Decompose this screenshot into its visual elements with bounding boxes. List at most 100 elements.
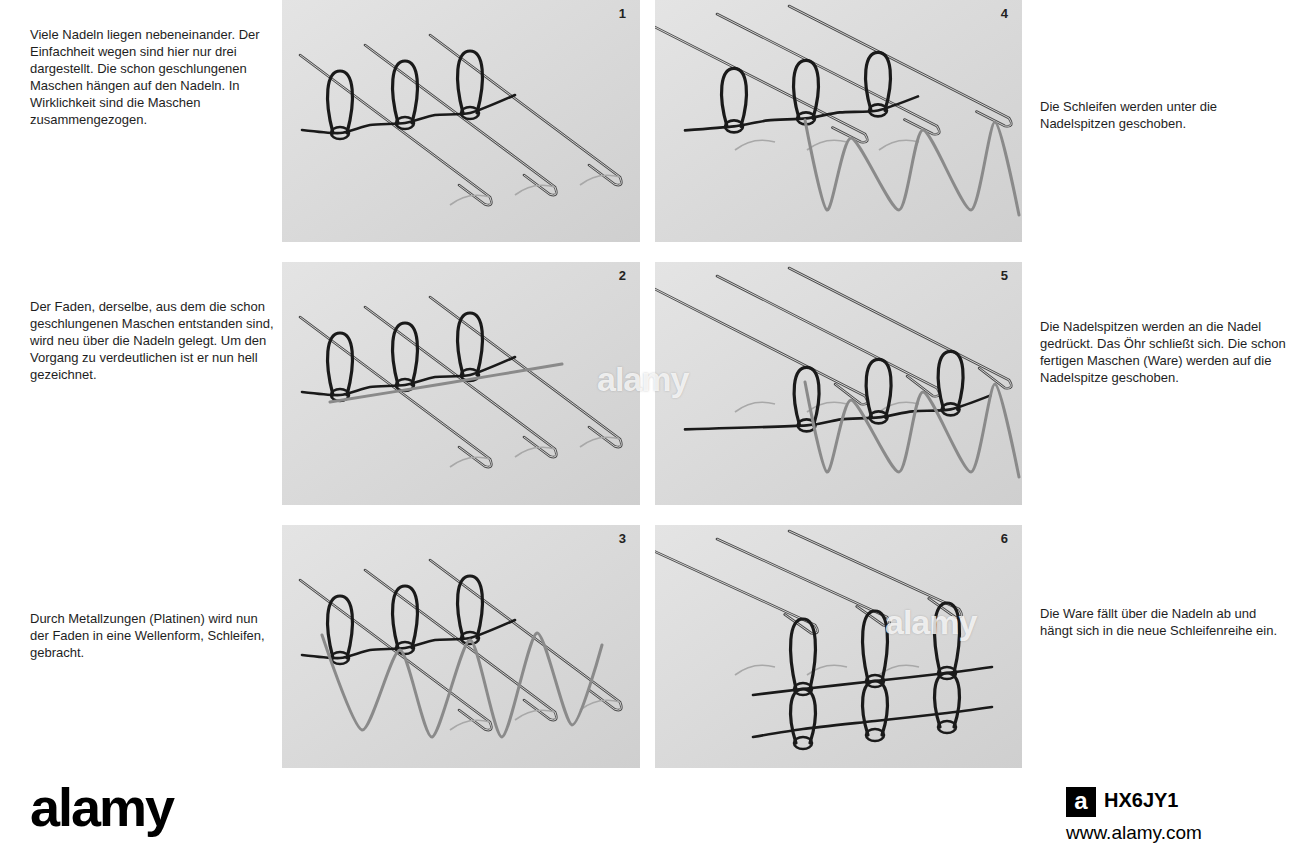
fiber-stroke (515, 710, 555, 720)
needle-highlight (655, 547, 818, 633)
footer-bar (0, 768, 1300, 857)
stitch-loop (863, 611, 888, 681)
stitch-loop (866, 52, 891, 110)
stitch-loop (791, 689, 816, 743)
fiber-stroke (450, 457, 490, 467)
fiber-stroke (807, 402, 847, 412)
step-panel: 5 (655, 262, 1022, 505)
needle (300, 55, 491, 205)
stitch-loop (393, 586, 418, 648)
step-number: 5 (1001, 268, 1008, 283)
fiber-stroke (735, 665, 775, 675)
step-panel: 6 (655, 525, 1022, 768)
needle (430, 560, 621, 710)
stitch-knot (794, 737, 812, 749)
stitch-loop (393, 323, 418, 385)
watermark: alamy (885, 603, 976, 642)
needle-highlight (365, 45, 556, 195)
stitch-loop (458, 313, 483, 375)
step-illustration (282, 525, 640, 768)
old-thread (685, 96, 918, 130)
step-description: Die Schleifen werden unter die Nadelspit… (1040, 98, 1292, 132)
stitch-loop (794, 60, 819, 118)
step-description: Viele Nadeln liegen nebeneinander. Der E… (30, 26, 272, 128)
website: www.alamy.com (1066, 822, 1202, 844)
old-thread (685, 395, 991, 429)
step-number: 1 (619, 6, 626, 21)
logo-mark: a (1066, 787, 1096, 817)
watermark: alamy (597, 360, 688, 399)
step-number: 2 (619, 268, 626, 283)
old-thread (302, 95, 515, 133)
fiber-stroke (879, 140, 919, 150)
step-panel: 2 (282, 262, 640, 505)
fiber-stroke (515, 185, 555, 195)
needle (655, 22, 867, 142)
needle (655, 547, 818, 633)
step-description: Der Faden, derselbe, aus dem die schon g… (30, 298, 275, 383)
needle-highlight (789, 6, 1011, 126)
new-thread (330, 364, 562, 402)
step-illustration (655, 525, 1022, 768)
stitch-loop (863, 681, 888, 735)
stitch-loop (328, 71, 353, 133)
stitch-loop (722, 68, 747, 126)
stitch-loop (458, 576, 483, 638)
step-panel: 3 (282, 525, 640, 768)
needle-highlight (430, 35, 621, 185)
old-thread (753, 707, 992, 737)
needle (789, 268, 1011, 388)
new-thread-wave (805, 120, 1019, 215)
step-number: 3 (619, 531, 626, 546)
needle-highlight (717, 276, 939, 396)
stitch-loop (458, 51, 483, 113)
needle-highlight (655, 22, 867, 142)
needle (430, 35, 621, 185)
fiber-stroke (580, 437, 620, 447)
fiber-stroke (450, 720, 490, 730)
stitch-loop (328, 333, 353, 395)
stitch-loop (328, 596, 353, 658)
fiber-stroke (515, 447, 555, 457)
logo-text: alamy (30, 776, 173, 838)
new-thread-wave (322, 633, 602, 737)
stitch-knot (866, 729, 884, 741)
needle (430, 297, 621, 447)
fiber-stroke (450, 195, 490, 205)
stitch-loop (866, 359, 891, 417)
panel-ground (282, 525, 640, 768)
step-illustration (282, 0, 640, 242)
step-number: 6 (1001, 531, 1008, 546)
needle-highlight (365, 570, 556, 720)
needle (717, 539, 890, 625)
fiber-stroke (580, 175, 620, 185)
step-illustration (655, 262, 1022, 505)
panel-ground (282, 262, 640, 505)
step-illustration (282, 262, 640, 505)
step-description: Die Ware fällt über die Nadeln ab und hä… (1040, 605, 1292, 639)
panel-ground (655, 525, 1022, 768)
stitch-knot (938, 721, 956, 733)
needle (365, 45, 556, 195)
fiber-stroke (735, 402, 775, 412)
needle (365, 570, 556, 720)
stitch-loop (791, 619, 816, 689)
old-thread (302, 620, 515, 658)
new-thread (753, 667, 992, 695)
needle-highlight (789, 268, 1011, 388)
needle-highlight (717, 539, 890, 625)
needle (717, 276, 939, 396)
panel-ground (282, 0, 640, 242)
fiber-stroke (580, 700, 620, 710)
needle-highlight (430, 560, 621, 710)
stitch-loop (393, 61, 418, 123)
step-description: Die Nadelspitzen werden an die Nadel ged… (1040, 318, 1295, 386)
needle (789, 6, 1011, 126)
needle-highlight (300, 55, 491, 205)
stitch-loop (935, 673, 960, 727)
fiber-stroke (807, 140, 847, 150)
needle (717, 14, 939, 134)
new-thread-wave (805, 382, 1019, 477)
step-description: Durch Metallzungen (Platinen) wird nun d… (30, 610, 275, 661)
step-number: 4 (1001, 6, 1008, 21)
